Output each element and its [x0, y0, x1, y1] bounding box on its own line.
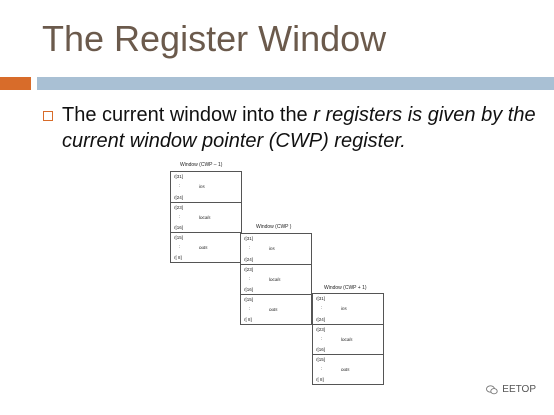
register-label: r[23] [244, 267, 254, 272]
group-name: locals [199, 215, 211, 220]
register-label: r[24] [244, 257, 254, 262]
register-group-locals: r[23] : locals r[16] [313, 324, 383, 354]
register-window-cwp-minus-1: r[31] : ins r[24] r[23] : locals r[16] r… [170, 171, 242, 263]
group-name: locals [269, 277, 281, 282]
register-label: r[16] [244, 287, 254, 292]
register-ellipsis: : [179, 183, 181, 188]
window-label-cwp-minus-1: Window (CWP – 1) [180, 162, 223, 168]
window-label-cwp: Window (CWP ) [256, 224, 292, 230]
register-label: r[31] [244, 236, 254, 241]
register-label: r[31] [316, 296, 326, 301]
bullet-text-italic: r registers is given by the current wind… [62, 104, 536, 152]
register-ellipsis: : [249, 276, 251, 281]
window-label-cwp-plus-1: Window (CWP + 1) [324, 285, 367, 291]
register-label: r[ 8] [316, 377, 324, 382]
accent-bar-blue [37, 77, 554, 90]
register-group-outs: r[15] : outs r[ 8] [313, 354, 383, 384]
register-label: r[15] [316, 357, 326, 362]
wechat-icon [486, 384, 498, 395]
watermark: EETOP [486, 384, 536, 395]
register-group-ins: r[31] : ins r[24] [171, 172, 241, 202]
register-ellipsis: : [249, 306, 251, 311]
group-name: ins [199, 184, 205, 189]
watermark-text: EETOP [502, 384, 536, 395]
group-name: locals [341, 337, 353, 342]
group-name: ins [269, 246, 275, 251]
bullet-text: The current window into the r registers … [62, 102, 542, 154]
register-label: r[24] [174, 195, 184, 200]
register-group-ins: r[31] : ins r[24] [313, 294, 383, 324]
register-group-outs: r[15] : outs r[ 8] [241, 294, 311, 324]
group-name: outs [269, 307, 278, 312]
register-group-locals: r[23] : locals r[16] [171, 202, 241, 232]
register-label: r[15] [174, 235, 184, 240]
register-group-outs: r[15] : outs r[ 8] [171, 232, 241, 262]
register-label: r[23] [174, 205, 184, 210]
group-name: ins [341, 306, 347, 311]
register-label: r[23] [316, 327, 326, 332]
register-window-cwp-plus-1: r[31] : ins r[24] r[23] : locals r[16] r… [312, 293, 384, 385]
register-label: r[ 8] [174, 255, 182, 260]
register-ellipsis: : [321, 366, 323, 371]
bullet-square-icon [43, 111, 53, 121]
register-label: r[31] [174, 174, 184, 179]
register-ellipsis: : [179, 214, 181, 219]
register-label: r[15] [244, 297, 254, 302]
register-window-cwp: r[31] : ins r[24] r[23] : locals r[16] r… [240, 233, 312, 325]
accent-bar-orange [0, 77, 31, 90]
bullet-text-plain: The current window into the [62, 104, 314, 126]
register-group-ins: r[31] : ins r[24] [241, 234, 311, 264]
register-label: r[ 8] [244, 317, 252, 322]
slide-title: The Register Window [42, 18, 387, 59]
group-name: outs [199, 245, 208, 250]
register-label: r[16] [174, 225, 184, 230]
register-group-locals: r[23] : locals r[16] [241, 264, 311, 294]
group-name: outs [341, 367, 350, 372]
register-ellipsis: : [179, 244, 181, 249]
register-label: r[16] [316, 347, 326, 352]
register-ellipsis: : [321, 305, 323, 310]
register-label: r[24] [316, 317, 326, 322]
register-ellipsis: : [249, 245, 251, 250]
register-ellipsis: : [321, 336, 323, 341]
